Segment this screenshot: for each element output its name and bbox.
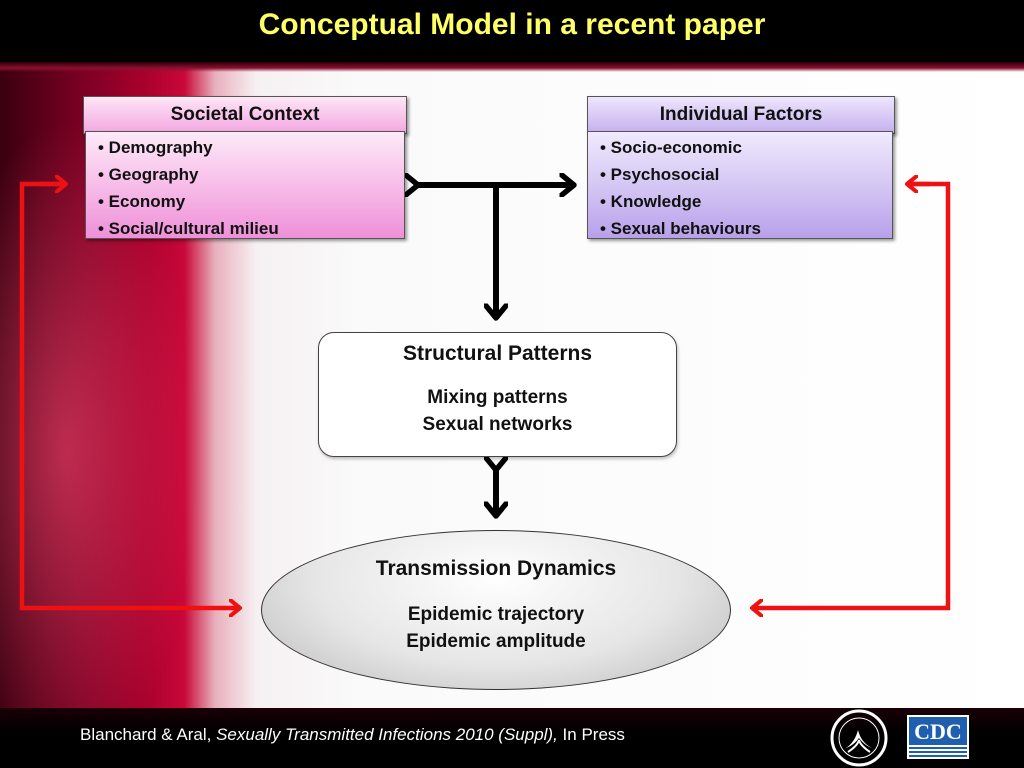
right-feedback-arrow (752, 181, 951, 608)
header-band (0, 62, 1024, 72)
slide-header: Conceptual Model in a recent paper (0, 0, 1024, 62)
individual-factors-list: • Socio-economic • Psychosocial • Knowle… (587, 131, 893, 239)
list-item: • Economy (98, 192, 186, 211)
societal-context-header: Societal Context (83, 96, 407, 134)
left-feedback-arrow (19, 181, 240, 608)
list-item: • Social/cultural milieu (98, 219, 279, 238)
transmission-dynamics-title: Transmission Dynamics (375, 557, 617, 580)
list-item: • Demography (98, 138, 213, 157)
individual-factors-title: Individual Factors (659, 104, 823, 125)
slide-footer (0, 708, 1024, 768)
transmission-dynamics-line: Epidemic amplitude (406, 631, 586, 652)
societal-context-list: • Demography • Geography • Economy • Soc… (85, 131, 405, 239)
hhs-seal-logo (830, 709, 888, 767)
list-item: • Psychosocial (600, 165, 720, 184)
structural-patterns-box: Structural Patterns Mixing patterns Sexu… (318, 332, 677, 457)
citation-status: In Press (557, 725, 625, 744)
cdc-logo: CDC (907, 715, 969, 759)
transmission-dynamics-ellipse: Transmission Dynamics Epidemic trajector… (261, 530, 731, 690)
slide-title: Conceptual Model in a recent paper (258, 8, 766, 41)
structural-patterns-title: Structural Patterns (402, 342, 593, 365)
individual-factors-header: Individual Factors (587, 96, 895, 134)
list-item: • Sexual behaviours (600, 219, 761, 238)
list-item: • Geography (98, 165, 199, 184)
citation-authors: Blanchard & Aral, (80, 725, 217, 744)
citation-journal: Sexually Transmitted Infections 2010 (Su… (216, 725, 558, 744)
structural-patterns-line: Mixing patterns (427, 387, 568, 408)
structural-patterns-line: Sexual networks (422, 414, 573, 435)
transmission-dynamics-line: Epidemic trajectory (407, 604, 585, 625)
societal-context-title: Societal Context (170, 104, 320, 125)
citation: Blanchard & Aral, Sexually Transmitted I… (80, 725, 625, 745)
list-item: • Knowledge (600, 192, 702, 211)
svg-text:CDC: CDC (914, 719, 962, 744)
list-item: • Socio-economic (600, 138, 742, 157)
